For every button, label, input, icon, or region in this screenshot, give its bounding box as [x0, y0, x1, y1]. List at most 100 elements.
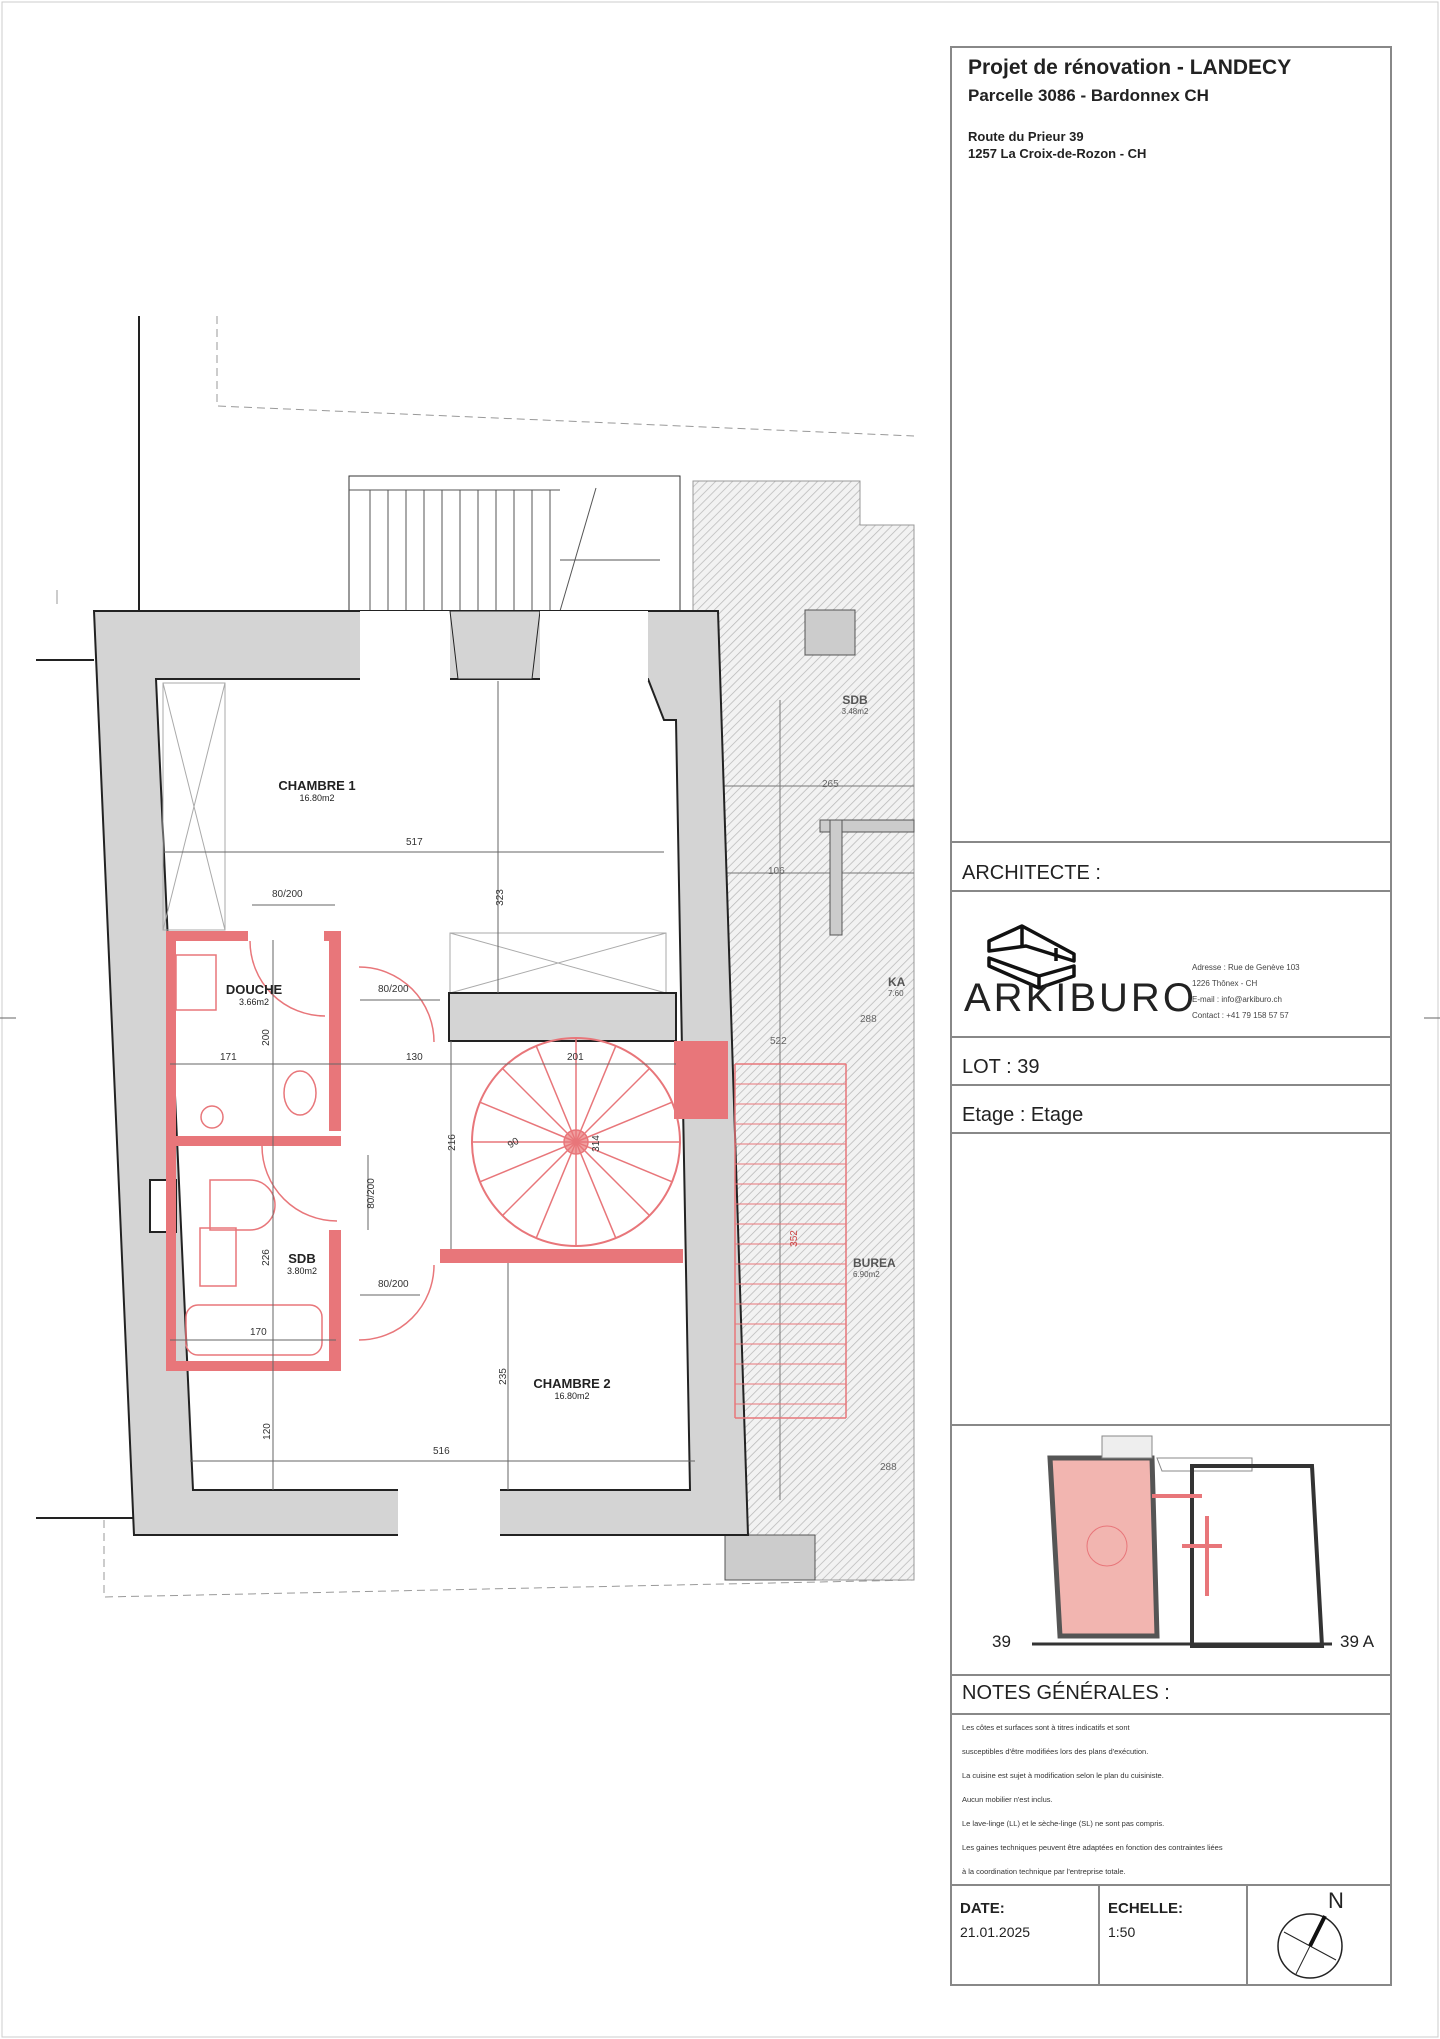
corridor-wall	[448, 992, 677, 1042]
dimension: 265	[822, 779, 839, 790]
keyplan-label: 39 A	[1340, 1632, 1375, 1651]
notes-list: Les côtes et surfaces sont à titres indi…	[962, 1716, 1223, 1884]
dimension: 288	[860, 1014, 877, 1025]
room-area: 3.48m2	[841, 707, 869, 716]
room-ka-neighbour: KA 7.60	[888, 975, 905, 998]
dimension: 323	[494, 889, 506, 906]
stair-tread	[535, 1045, 577, 1143]
room-area: 6.90m2	[853, 1270, 880, 1279]
dimension: 235	[497, 1368, 509, 1385]
contact-line: 1226 Thônex - CH	[1192, 979, 1258, 988]
stair-tread	[479, 1141, 577, 1183]
north-label: N	[1328, 1888, 1344, 1913]
note: Les côtes et surfaces sont à titres indi…	[962, 1723, 1130, 1732]
dimension: 80/200	[378, 984, 409, 995]
dimension: 170	[250, 1327, 267, 1338]
note: Aucun mobilier n'est inclus.	[962, 1795, 1053, 1804]
room-name: DOUCHE	[225, 982, 283, 997]
scale-value: 1:50	[1108, 1924, 1136, 1940]
stair-tread	[575, 1141, 651, 1217]
lot: LOT : 39	[962, 1056, 1040, 1078]
dimension: 216	[446, 1134, 458, 1151]
note: La cuisine est sujet à modification selo…	[962, 1771, 1164, 1780]
stair-tread	[575, 1067, 651, 1143]
dimension: 80/200	[272, 889, 303, 900]
room-area: 3.80m2	[286, 1266, 318, 1276]
key-plan: 39 39 A	[952, 1426, 1390, 1674]
dimension: 352	[788, 1230, 800, 1247]
title-block: Projet de rénovation - LANDECY Parcelle …	[950, 46, 1392, 1986]
north-arrow-cell: N	[1248, 1884, 1390, 1984]
dimension: 201	[567, 1052, 584, 1063]
architect-contact: Adresse : Rue de Genève 103 1226 Thônex …	[1192, 960, 1300, 1024]
scale-cell: ECHELLE: 1:50	[1100, 1884, 1248, 1984]
room-name: SDB	[288, 1251, 316, 1266]
stair-tread	[575, 1101, 673, 1143]
address: Route du Prieur 39 1257 La Croix-de-Rozo…	[968, 128, 1146, 162]
stair-tread	[501, 1067, 577, 1143]
contact-line: Contact : +41 79 158 57 57	[1192, 1011, 1289, 1020]
stair-tread	[479, 1101, 577, 1143]
room-area: 16.80m2	[299, 793, 335, 803]
room-bureau-neighbour: BUREA 6.90m2	[853, 1256, 896, 1279]
date-label: DATE:	[960, 1900, 1005, 1917]
dimension: 288	[880, 1462, 897, 1473]
spiral-staircase	[472, 1038, 680, 1246]
stair-tread	[575, 1141, 617, 1239]
stair-tread	[535, 1141, 577, 1239]
scale-label: ECHELLE:	[1108, 1900, 1183, 1917]
date-cell: DATE: 21.01.2025	[952, 1884, 1100, 1984]
dimension: 200	[260, 1029, 272, 1046]
note: à la coordination technique par l'entrep…	[962, 1867, 1126, 1876]
dimension: 106	[768, 866, 785, 877]
arkiburo-logo-icon	[987, 924, 1076, 990]
note: Les gaines techniques peuvent être adapt…	[962, 1843, 1223, 1852]
keyplan-label: 39	[992, 1632, 1011, 1651]
stair-tread	[501, 1141, 577, 1217]
boundary-dashed	[216, 316, 915, 437]
dimension: 80/200	[365, 1178, 377, 1209]
room-name: CHAMBRE 2	[533, 1376, 611, 1391]
room-chambre-2: CHAMBRE 2 16.80m2	[527, 1376, 617, 1401]
architect-label: ARCHITECTE :	[962, 862, 1101, 884]
staircase-lines	[734, 1063, 847, 1419]
dimension: 516	[433, 1446, 450, 1457]
floor-level: Etage : Etage	[962, 1104, 1084, 1126]
note: Le lave-linge (LL) et le sèche-linge (SL…	[962, 1819, 1165, 1828]
architect-logo: ARKIBURO	[964, 906, 1194, 1041]
contact-line: Adresse : Rue de Genève 103	[1192, 963, 1300, 972]
room-name: KA	[888, 975, 906, 989]
contact-line: E-mail : info@arkiburo.ch	[1192, 995, 1282, 1004]
project-title: Projet de rénovation - LANDECY	[968, 56, 1292, 79]
dimension: 171	[220, 1052, 237, 1063]
dimension: 314	[590, 1135, 602, 1152]
stair-tread	[575, 1141, 673, 1183]
dimension: 517	[406, 837, 423, 848]
room-name: CHAMBRE 1	[278, 778, 356, 793]
address-line: Route du Prieur 39	[968, 129, 1084, 144]
room-area: 16.80m2	[554, 1391, 590, 1401]
room-sdb: SDB 3.80m2	[262, 1251, 342, 1276]
dimension: 130	[406, 1052, 423, 1063]
stair-tread	[575, 1045, 617, 1143]
notes-title: NOTES GÉNÉRALES :	[962, 1682, 1170, 1704]
dimension: 226	[260, 1249, 272, 1266]
dimension: 120	[261, 1423, 273, 1440]
room-area: 3.66m2	[238, 997, 270, 1007]
room-name: SDB	[842, 693, 868, 707]
room-chambre-1: CHAMBRE 1 16.80m2	[272, 778, 362, 803]
new-walls	[166, 931, 728, 1371]
north-arrow-icon	[1277, 1913, 1343, 1979]
room-douche: DOUCHE 3.66m2	[214, 982, 294, 1007]
dimension: 522	[770, 1036, 787, 1047]
note: susceptibles d'être modifiées lors des p…	[962, 1747, 1149, 1756]
room-name: BUREA	[853, 1256, 896, 1270]
parcel: Parcelle 3086 - Bardonnex CH	[968, 86, 1209, 105]
logo-text: ARKIBURO	[964, 976, 1197, 1020]
room-area: 7.60	[888, 989, 904, 998]
address-line: 1257 La Croix-de-Rozon - CH	[968, 146, 1147, 161]
dimension: 80/200	[378, 1279, 409, 1290]
date-value: 21.01.2025	[960, 1924, 1031, 1940]
